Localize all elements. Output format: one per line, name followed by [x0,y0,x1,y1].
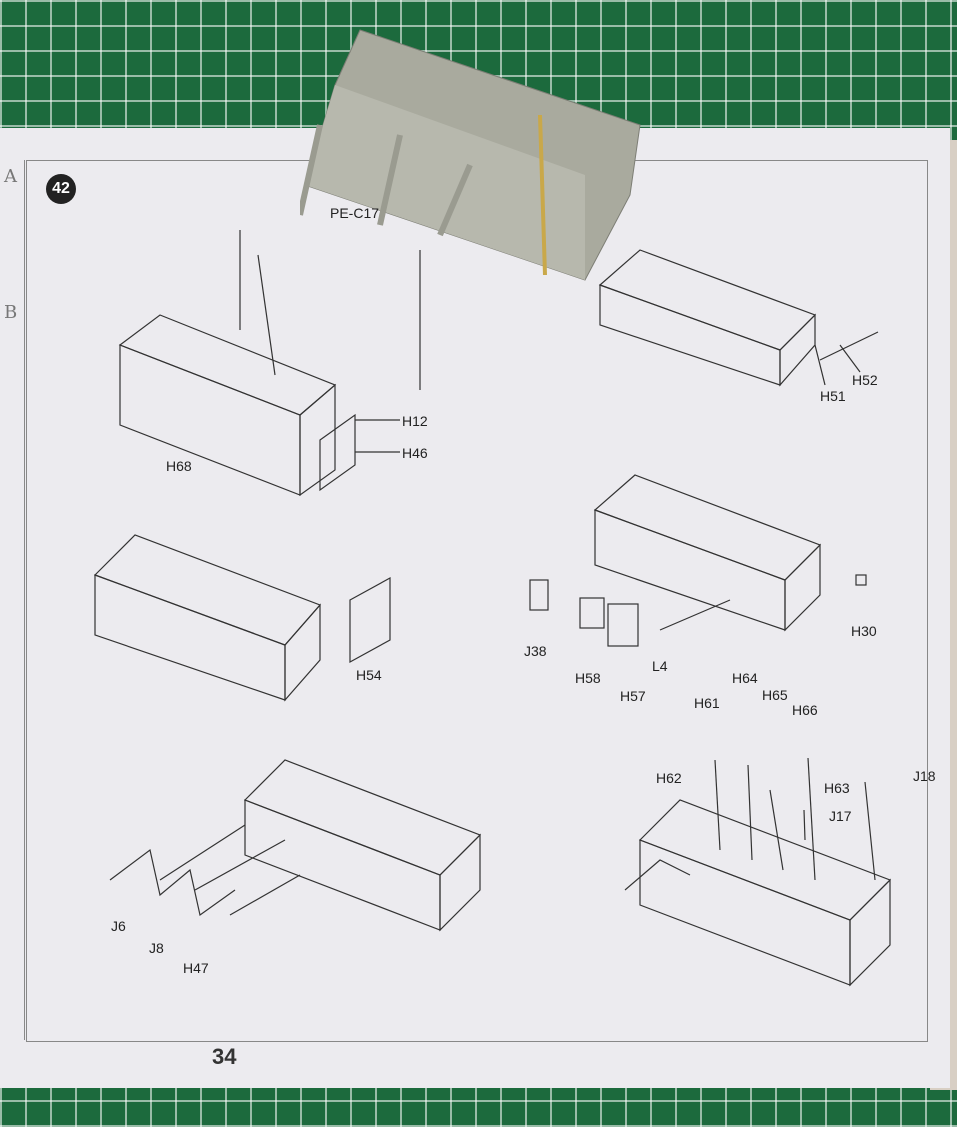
label-h62: H62 [656,770,682,786]
label-h63: H63 [824,780,850,796]
page-number: 34 [212,1044,237,1069]
label-h12: H12 [402,413,428,429]
kit-model-photo [300,29,641,281]
label-h57: H57 [620,688,646,704]
label-j17: J17 [829,808,852,824]
building-diagram-2 [598,249,879,387]
label-h54: H54 [356,667,382,683]
label-pe-c17: PE-C17 [330,205,380,221]
label-l4: L4 [652,658,668,674]
label-h64: H64 [732,670,758,686]
label-h65: H65 [762,687,788,703]
label-j18: J18 [913,768,936,784]
building-diagram-4 [529,474,867,647]
edge-letter-b: B [4,302,18,323]
label-h58: H58 [575,670,601,686]
building-diagram-3 [93,534,391,702]
label-j38: J38 [524,643,547,659]
label-j6: J6 [111,918,126,934]
step-number-badge: 42 [46,174,76,204]
building-diagram-6 [624,757,892,987]
building-diagram-1 [118,230,421,497]
label-h47: H47 [183,960,209,976]
label-h30: H30 [851,623,877,639]
label-h51: H51 [820,388,846,404]
label-j8: J8 [149,940,164,956]
label-h61: H61 [694,695,720,711]
edge-letter-a: A [4,166,17,187]
building-diagram-5 [109,759,482,932]
previous-panel-edge: A B [0,160,25,1040]
label-h66: H66 [792,702,818,718]
label-h52: H52 [852,372,878,388]
instruction-page [0,128,950,1088]
label-h68: H68 [166,458,192,474]
label-h46: H46 [402,445,428,461]
